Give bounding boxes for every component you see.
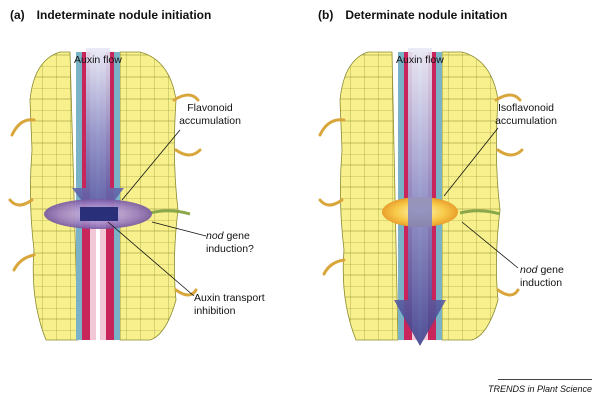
panel-b-root-hair [318,118,346,137]
panel-a-letter: (a) [10,8,25,22]
panel-b-nod-line2: induction [520,277,563,289]
panel-b-accumulation-line2: accumulation [495,115,557,127]
panel-b-auxin-arrow [394,48,446,346]
panel-a-nod-rest: gene [223,230,250,242]
panel-b-accumulation-line1: Isoflavonoid [497,102,555,114]
panel-a-nod-line2: induction? [206,243,254,255]
panel-b-root-hair [496,148,524,157]
panel-b-nod-italic: nod [520,264,538,276]
panel-b-root-hair [494,93,522,102]
panel-a-accumulation-leader [121,129,181,201]
panel-b-nod-rest: gene [537,264,564,276]
panel-a-root-hair [12,253,36,272]
panel-b-accumulation-leader [443,127,499,197]
panel-a-inhibition-leader [107,221,195,297]
credit-rule [498,379,592,380]
panel-b-nod-label: nod gene induction [520,264,564,290]
panel-a-root-hair [10,118,36,137]
panel-a-nod-leader [151,221,207,237]
panel-b-endodermis-left [398,52,404,340]
panel-a-auxin-arrow [72,48,124,222]
panel-b-auxin-label: Auxin flow [396,54,444,66]
panel-b-root-hair [496,288,520,297]
panel-a-inhibition-line1: Auxin transport [194,292,265,304]
panel-a-root [8,48,207,341]
panel-a-title-text: Indeterminate nodule initiation [36,8,212,22]
panel-a-cortex-left [29,51,79,341]
panel-b-endodermis-right [436,52,442,340]
panel-a-root-hair [8,198,34,207]
panel-a-root-hair [174,288,198,297]
panel-b-letter: (b) [318,8,334,22]
panel-a-inhibition-label: Auxin transport inhibition [194,292,265,318]
panel-b-cortex-left [339,51,399,341]
panel-b-accumulation-label: Isoflavonoid accumulation [484,102,568,128]
journal-credit: TRENDS in Plant Science [487,384,592,394]
panel-a-infected-root-hair [149,209,191,216]
panel-b-nod-leader [461,221,519,269]
panel-a-accumulation-line1: Flavonoid [187,102,233,114]
panel-b-root [318,48,524,346]
panel-b-title: (b) Determinate nodule initation [318,8,507,22]
panel-a-accumulation-label: Flavonoid accumulation [170,102,250,128]
panel-a-nod-italic: nod [206,230,224,242]
panel-b-root-hair [322,258,346,276]
panel-a-title: (a) Indeterminate nodule initiation [10,8,211,22]
panel-a-root-hair [174,148,202,157]
panel-a-auxin-label: Auxin flow [74,54,122,66]
panel-b-cortex-right [441,51,501,341]
panel-a-nod-label: nod gene induction? [206,230,254,256]
panel-b-infected-root-hair [459,209,501,216]
panel-b-root-hair [318,198,344,207]
panel-a-inhibition-line2: inhibition [194,305,236,317]
panel-a-accumulation-line2: accumulation [179,115,241,127]
panel-a-cortex-right [119,51,179,341]
panel-a-inhibition-block [80,207,118,221]
panel-a-root-hair [172,93,200,102]
panel-b-title-text: Determinate nodule initation [345,8,508,22]
